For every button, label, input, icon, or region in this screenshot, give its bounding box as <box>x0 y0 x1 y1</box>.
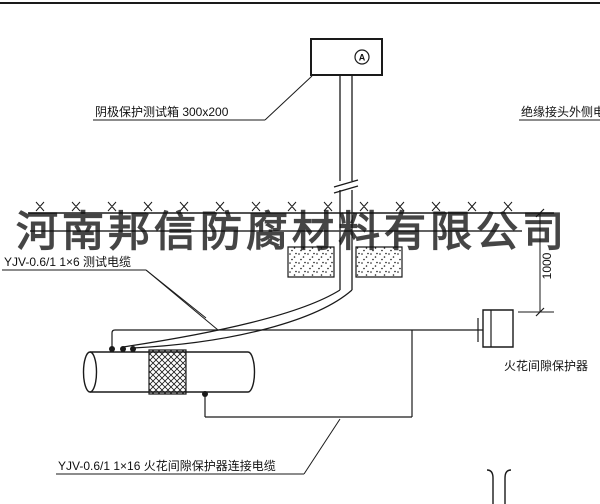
concrete-blocks <box>288 247 402 277</box>
watermark-text: 河南邦信防腐材料有限公司 <box>16 208 568 255</box>
ground-line <box>28 202 554 213</box>
test-box: A <box>311 39 382 75</box>
test-cable-1 <box>123 290 340 347</box>
pipe-break-icon <box>334 180 358 193</box>
test-box-label: 阴极保护测试箱 300x200 <box>95 104 229 119</box>
leader-line <box>146 270 218 330</box>
test-cable-label-group: YJV-0.6/1 1×6 测试电缆 <box>2 254 218 330</box>
ammeter-icon <box>355 50 369 64</box>
test-cables <box>123 290 352 348</box>
concrete-block-left <box>288 247 334 277</box>
cable-clamp-icon <box>487 470 511 504</box>
connection-cable-label: YJV-0.6/1 1×16 火花间隙保护器连接电缆 <box>58 458 276 473</box>
weld-terminal-2 <box>120 346 126 352</box>
test-box-outline <box>311 39 382 75</box>
ground-hatch-icon <box>36 202 512 211</box>
dimension-tick-icon <box>536 209 544 316</box>
pipeline <box>84 346 255 397</box>
insulating-joint-icon <box>149 350 186 394</box>
ammeter-letter: A <box>359 53 366 63</box>
spark-gap-label: 火花间隙保护器 <box>504 358 588 373</box>
spark-gap-cable-upper <box>112 330 483 348</box>
test-cable-label: YJV-0.6/1 1×6 测试电缆 <box>4 254 131 269</box>
concrete-block-right <box>356 247 402 277</box>
test-box-label-group: 阴极保护测试箱 300x200 <box>93 76 312 120</box>
insulated-joint-cable-label-group: 绝缘接头外侧电缆 <box>519 104 600 120</box>
spark-gap-circuit <box>112 310 513 417</box>
leader-line <box>304 419 340 474</box>
spark-gap-label-group: 火花间隙保护器 <box>504 358 588 373</box>
watermark: 河南邦信防腐材料有限公司 <box>16 208 568 255</box>
pipe-end-cap-left <box>84 352 97 392</box>
dimension-value: 1000 <box>540 252 554 279</box>
leader-line <box>265 76 312 120</box>
insulated-joint-cable-label: 绝缘接头外侧电缆 <box>521 104 600 119</box>
dimension-1000: 1000 <box>518 209 554 316</box>
pipe-end-cap-right <box>248 352 255 392</box>
riser-conduit <box>334 75 358 290</box>
test-cable-2 <box>133 290 352 348</box>
weld-terminal-4 <box>202 391 208 397</box>
weld-terminal-3 <box>130 346 136 352</box>
connection-cable-label-group: YJV-0.6/1 1×16 火花间隙保护器连接电缆 <box>56 419 340 474</box>
spark-gap-protector-box <box>483 310 513 347</box>
weld-terminal-1 <box>109 346 115 352</box>
